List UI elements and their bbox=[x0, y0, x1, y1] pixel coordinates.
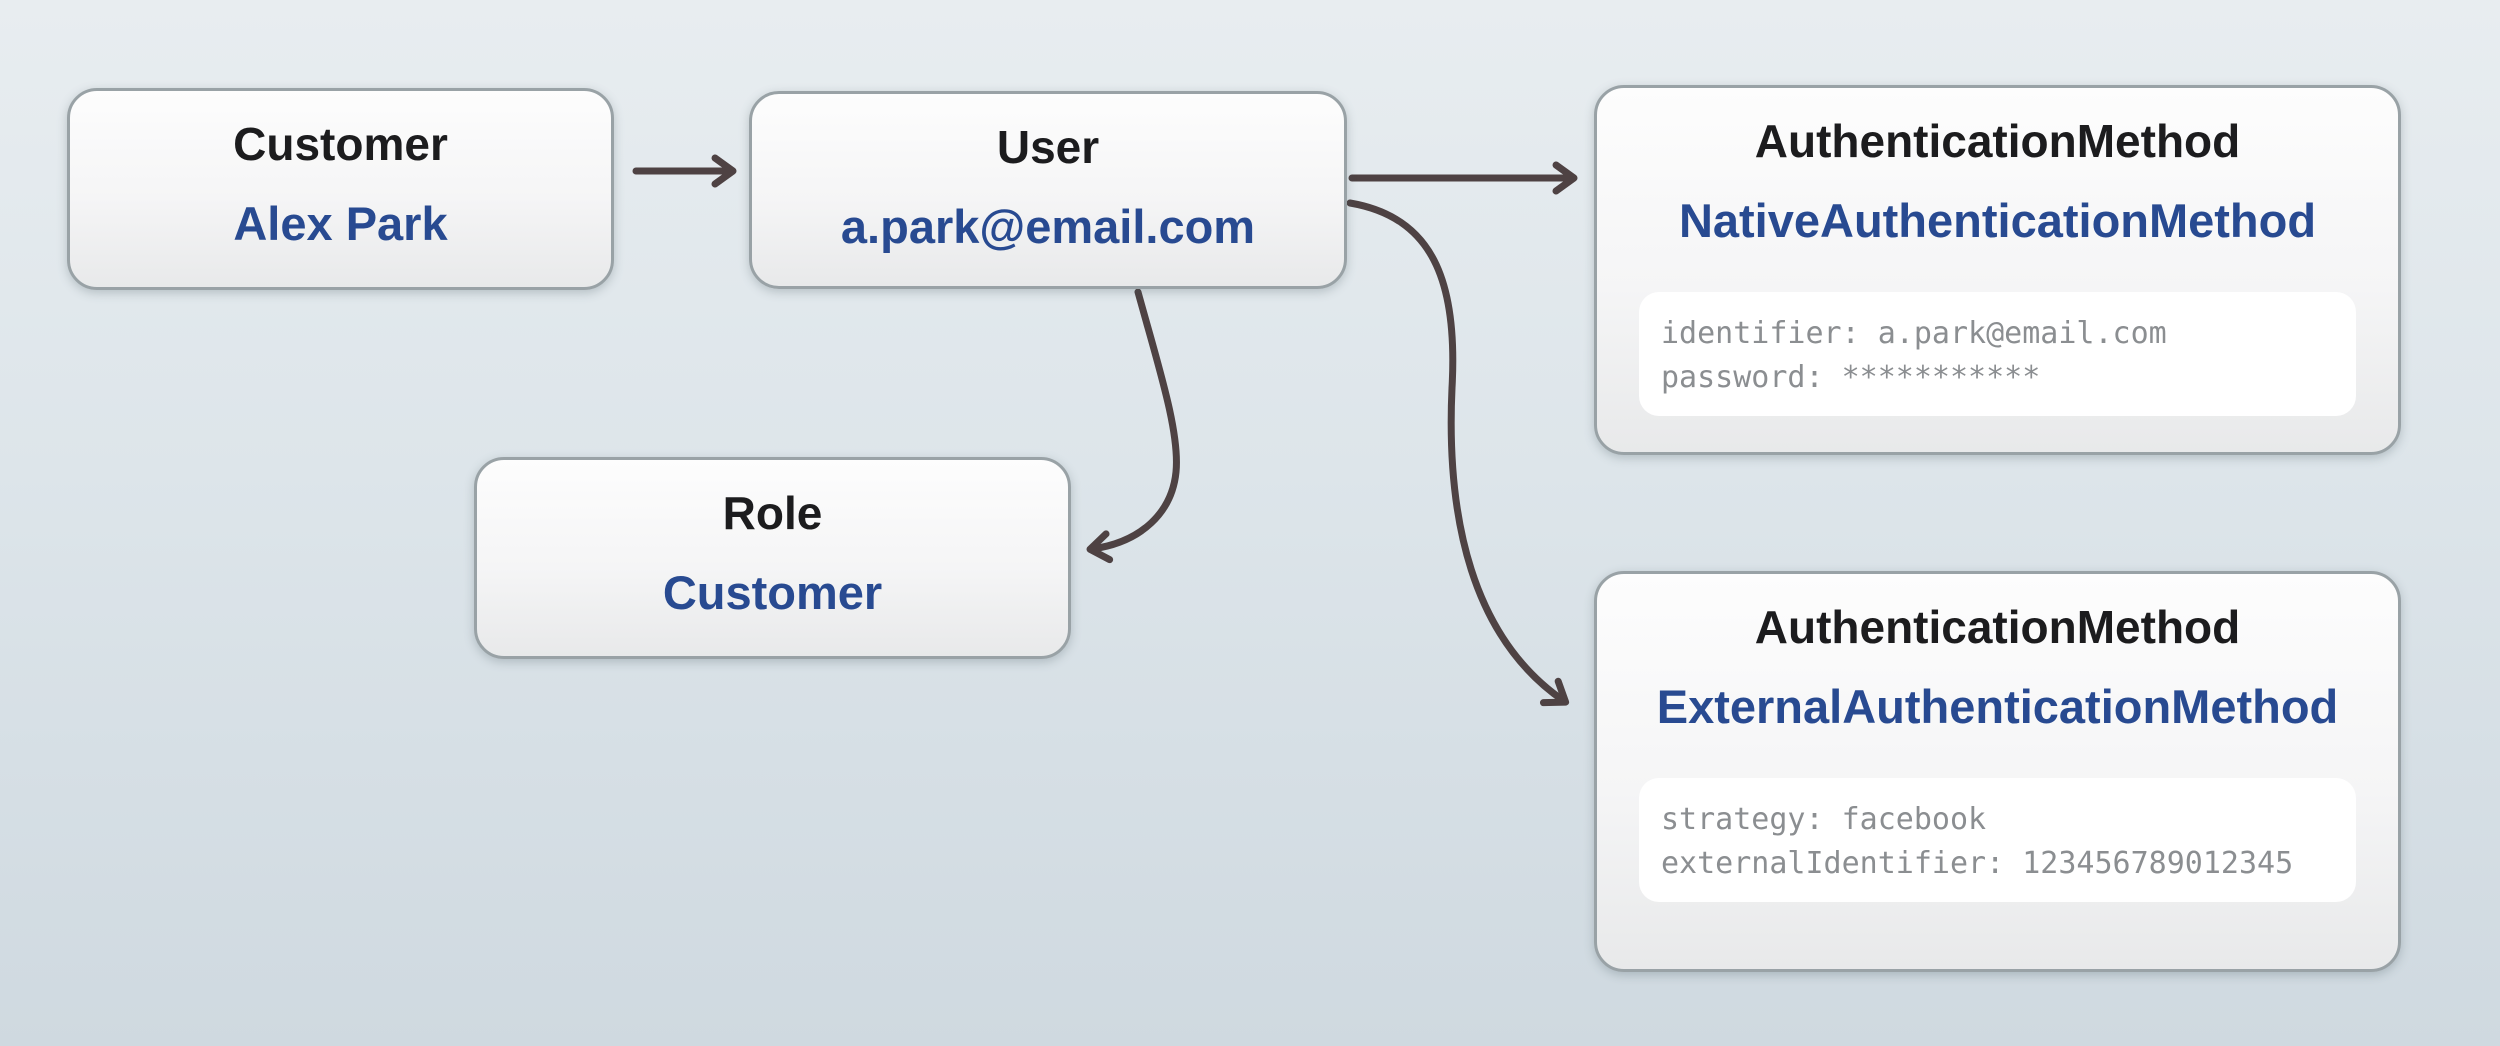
attributes-card: strategy: facebook externalIdentifier: 1… bbox=[1639, 778, 2356, 902]
node-customer: Customer Alex Park bbox=[67, 88, 614, 290]
edge-user-external-auth bbox=[1346, 199, 1570, 707]
node-title: User bbox=[996, 121, 1100, 173]
attribute-line: password: *********** bbox=[1661, 360, 2041, 395]
attribute-line: identifier: a.park@email.com bbox=[1661, 316, 2167, 351]
node-authmethod-external: AuthenticationMethod ExternalAuthenticat… bbox=[1594, 571, 2401, 972]
node-title: AuthenticationMethod bbox=[1754, 601, 2241, 653]
node-title: Role bbox=[722, 487, 823, 539]
node-value: NativeAuthenticationMethod bbox=[1678, 194, 2317, 247]
attribute-line: externalIdentifier: 123456789012345 bbox=[1661, 846, 2294, 881]
node-authmethod-native: AuthenticationMethod NativeAuthenticatio… bbox=[1594, 85, 2401, 455]
node-title: AuthenticationMethod bbox=[1754, 115, 2241, 167]
node-user: User a.park@email.com bbox=[749, 91, 1347, 289]
attributes-card: identifier: a.park@email.com password: *… bbox=[1639, 292, 2356, 416]
node-value: Customer bbox=[662, 566, 883, 619]
node-title: Customer bbox=[233, 118, 448, 170]
attribute-line: strategy: facebook bbox=[1661, 802, 1987, 837]
node-value: a.park@email.com bbox=[840, 200, 1256, 253]
node-value: Alex Park bbox=[233, 197, 448, 250]
node-role: Role Customer bbox=[474, 457, 1071, 659]
node-value: ExternalAuthenticationMethod bbox=[1656, 680, 2339, 733]
edge-user-role bbox=[1086, 288, 1180, 564]
